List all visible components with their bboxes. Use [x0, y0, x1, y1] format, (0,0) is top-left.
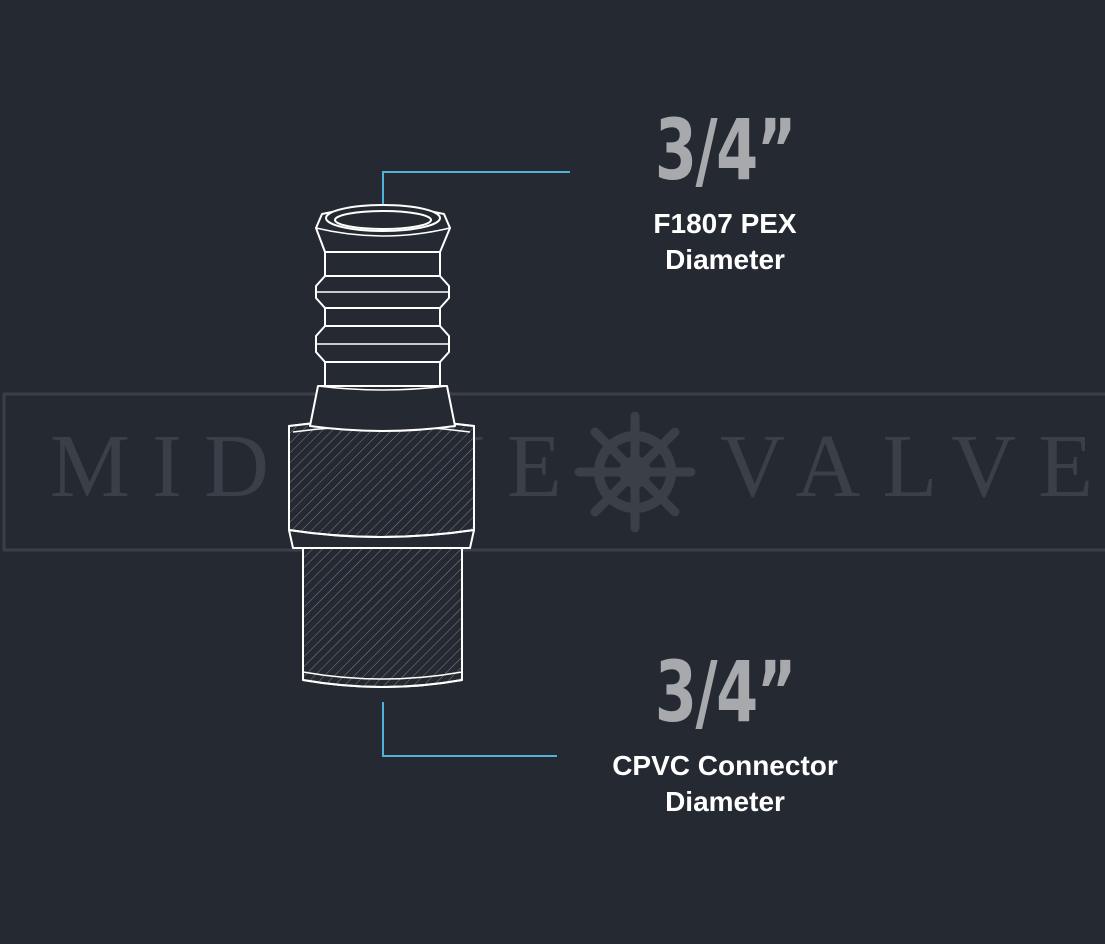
top-size-value: 3/4”: [654, 101, 797, 199]
top-callout-description: F1807 PEX Diameter: [600, 206, 850, 278]
ship-wheel-icon: [574, 411, 696, 533]
cpvc-spigot: [302, 547, 463, 688]
top-desc-line1: F1807 PEX: [653, 208, 797, 239]
top-callout: 3/4” F1807 PEX Diameter: [600, 108, 850, 278]
bottom-callout-description: CPVC Connector Diameter: [575, 748, 875, 820]
watermark-text-right: VALVE: [720, 417, 1105, 516]
top-desc-line2: Diameter: [665, 244, 785, 275]
bottom-callout: 3/4” CPVC Connector Diameter: [575, 650, 875, 820]
bottom-desc-line2: Diameter: [665, 786, 785, 817]
bottom-size-value: 3/4”: [654, 643, 797, 741]
pex-barb: [309, 204, 456, 432]
bottom-desc-line1: CPVC Connector: [612, 750, 838, 781]
pex-fitting-drawing: [288, 204, 475, 688]
watermark-frame: [2, 392, 1105, 552]
bottom-leader-line: [382, 702, 557, 757]
watermark: MIDLINE VALVE: [2, 392, 1105, 552]
